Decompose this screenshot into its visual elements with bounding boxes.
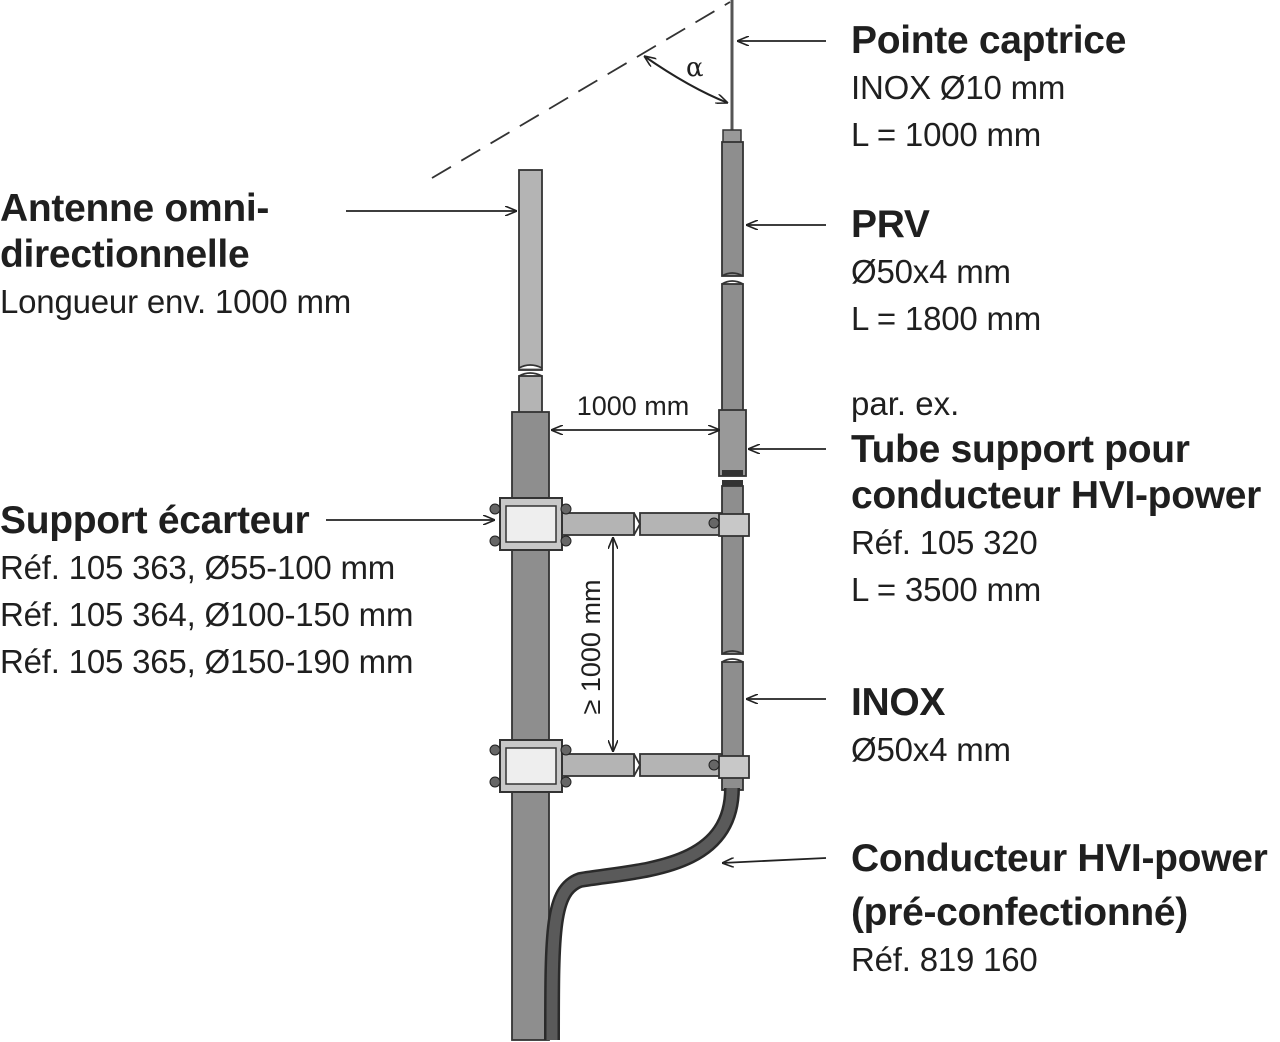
prv-line-1: Ø50x4 mm: [851, 253, 1011, 290]
pointe-line-1: INOX Ø10 mm: [851, 69, 1066, 106]
coupling-slot-2: [722, 480, 743, 486]
inox-line-1: Ø50x4 mm: [851, 731, 1011, 768]
conducteur-title-1: Conducteur HVI-power: [851, 837, 1268, 880]
upper-bracket: [489, 497, 750, 551]
prv-tube-lower: [721, 283, 744, 413]
leader-conducteur: [722, 857, 827, 863]
prv-title: PRV: [851, 203, 930, 246]
coupling-slot-1: [722, 470, 743, 476]
dim-horizontal-text: 1000 mm: [577, 391, 690, 421]
angle-arc: [644, 56, 728, 103]
label-pointe-captrice: Pointe captrice INOX Ø10 mm L = 1000 mm: [851, 18, 1126, 158]
tube-prefix: par. ex.: [851, 385, 960, 422]
label-inox: INOX Ø50x4 mm: [851, 680, 1011, 773]
protection-angle-line: [431, 1, 731, 179]
label-tube-support: par. ex. Tube support pour conducteur HV…: [851, 380, 1261, 613]
coupling-sleeve: [718, 409, 747, 477]
hvi-cable-core: [546, 787, 738, 1041]
label-conducteur: Conducteur HVI-power (pré-confectionné) …: [851, 836, 1268, 983]
angle-symbol: α: [686, 53, 704, 83]
tube-line-1: Réf. 105 320: [851, 524, 1038, 561]
tube-line-2: L = 3500 mm: [851, 571, 1042, 608]
antenne-line-1: Longueur env. 1000 mm: [0, 283, 352, 320]
support-line-2: Réf. 105 364, Ø100-150 mm: [0, 596, 414, 633]
prv-tube: [721, 141, 744, 277]
inox-title: INOX: [851, 681, 946, 724]
antenne-title-1: Antenne omni-: [0, 187, 270, 230]
antenne-title-2: directionnelle: [0, 233, 250, 276]
conducteur-title-2: (pré-confectionné): [851, 891, 1188, 934]
label-antenne: Antenne omni- directionnelle Longueur en…: [0, 186, 351, 325]
pointe-line-2: L = 1000 mm: [851, 116, 1042, 153]
pointe-title: Pointe captrice: [851, 19, 1127, 62]
conducteur-line-1: Réf. 819 160: [851, 941, 1038, 978]
lower-bracket: [489, 739, 750, 793]
tube-title-2: conducteur HVI-power: [851, 474, 1262, 517]
antenna-pole: [518, 169, 543, 371]
support-title: Support écarteur: [0, 499, 310, 542]
support-line-1: Réf. 105 363, Ø55-100 mm: [0, 549, 396, 586]
support-tube: [721, 485, 744, 655]
label-prv: PRV Ø50x4 mm L = 1800 mm: [851, 202, 1041, 342]
prv-line-2: L = 1800 mm: [851, 300, 1042, 337]
label-support-ecarteur: Support écarteur Réf. 105 363, Ø55-100 m…: [0, 498, 413, 685]
dim-vertical-text: ≥ 1000 mm: [576, 580, 606, 715]
support-line-3: Réf. 105 365, Ø150-190 mm: [0, 643, 414, 680]
antenna-pole-lower: [518, 375, 543, 415]
hvi-cable: [544, 787, 740, 1041]
tube-title-1: Tube support pour: [851, 428, 1190, 471]
